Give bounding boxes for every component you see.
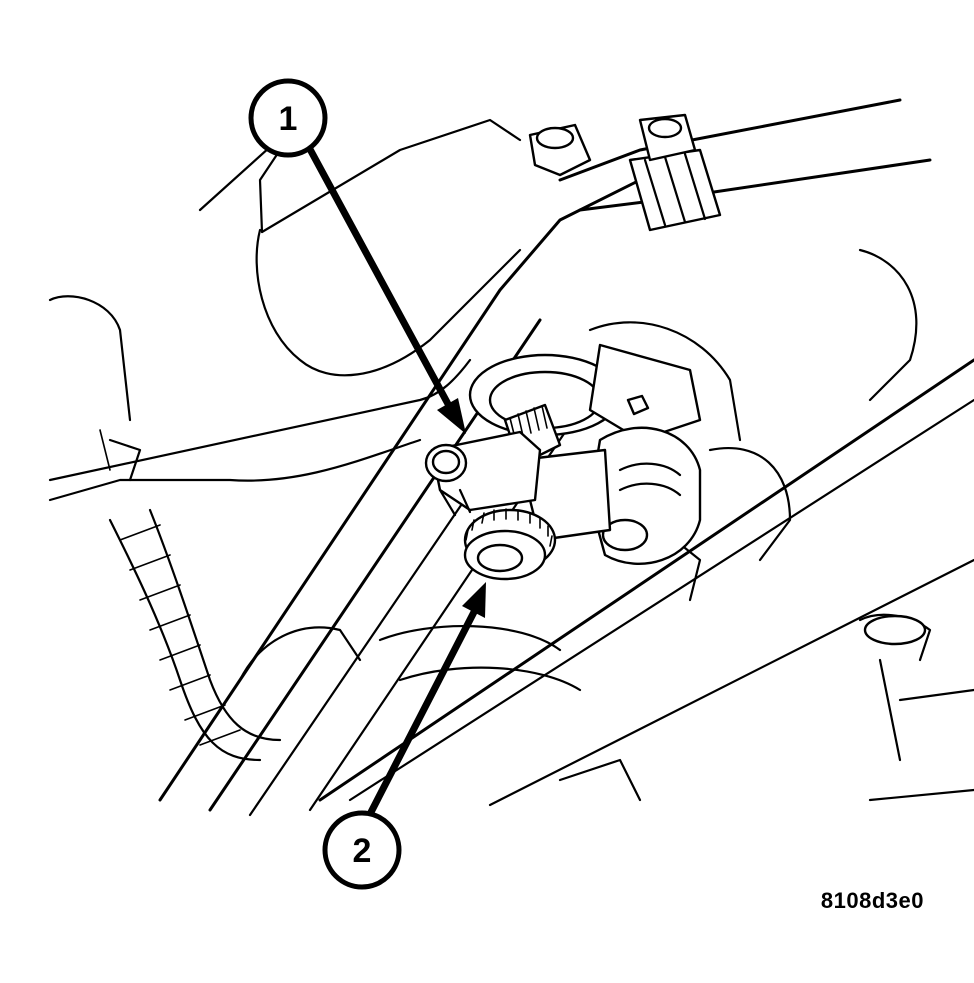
figure-code: 8108d3e0: [820, 888, 924, 913]
leader-arrow-icon: [301, 136, 466, 434]
callout-2: 2: [322, 810, 402, 890]
callout-1-number: 1: [279, 100, 298, 138]
steering-coupler-assembly: [424, 343, 702, 581]
background-structure: [48, 98, 974, 817]
callout-1: 1: [248, 78, 328, 158]
callout-2-number: 2: [353, 832, 372, 870]
leader-arrow-icon: [364, 582, 486, 822]
